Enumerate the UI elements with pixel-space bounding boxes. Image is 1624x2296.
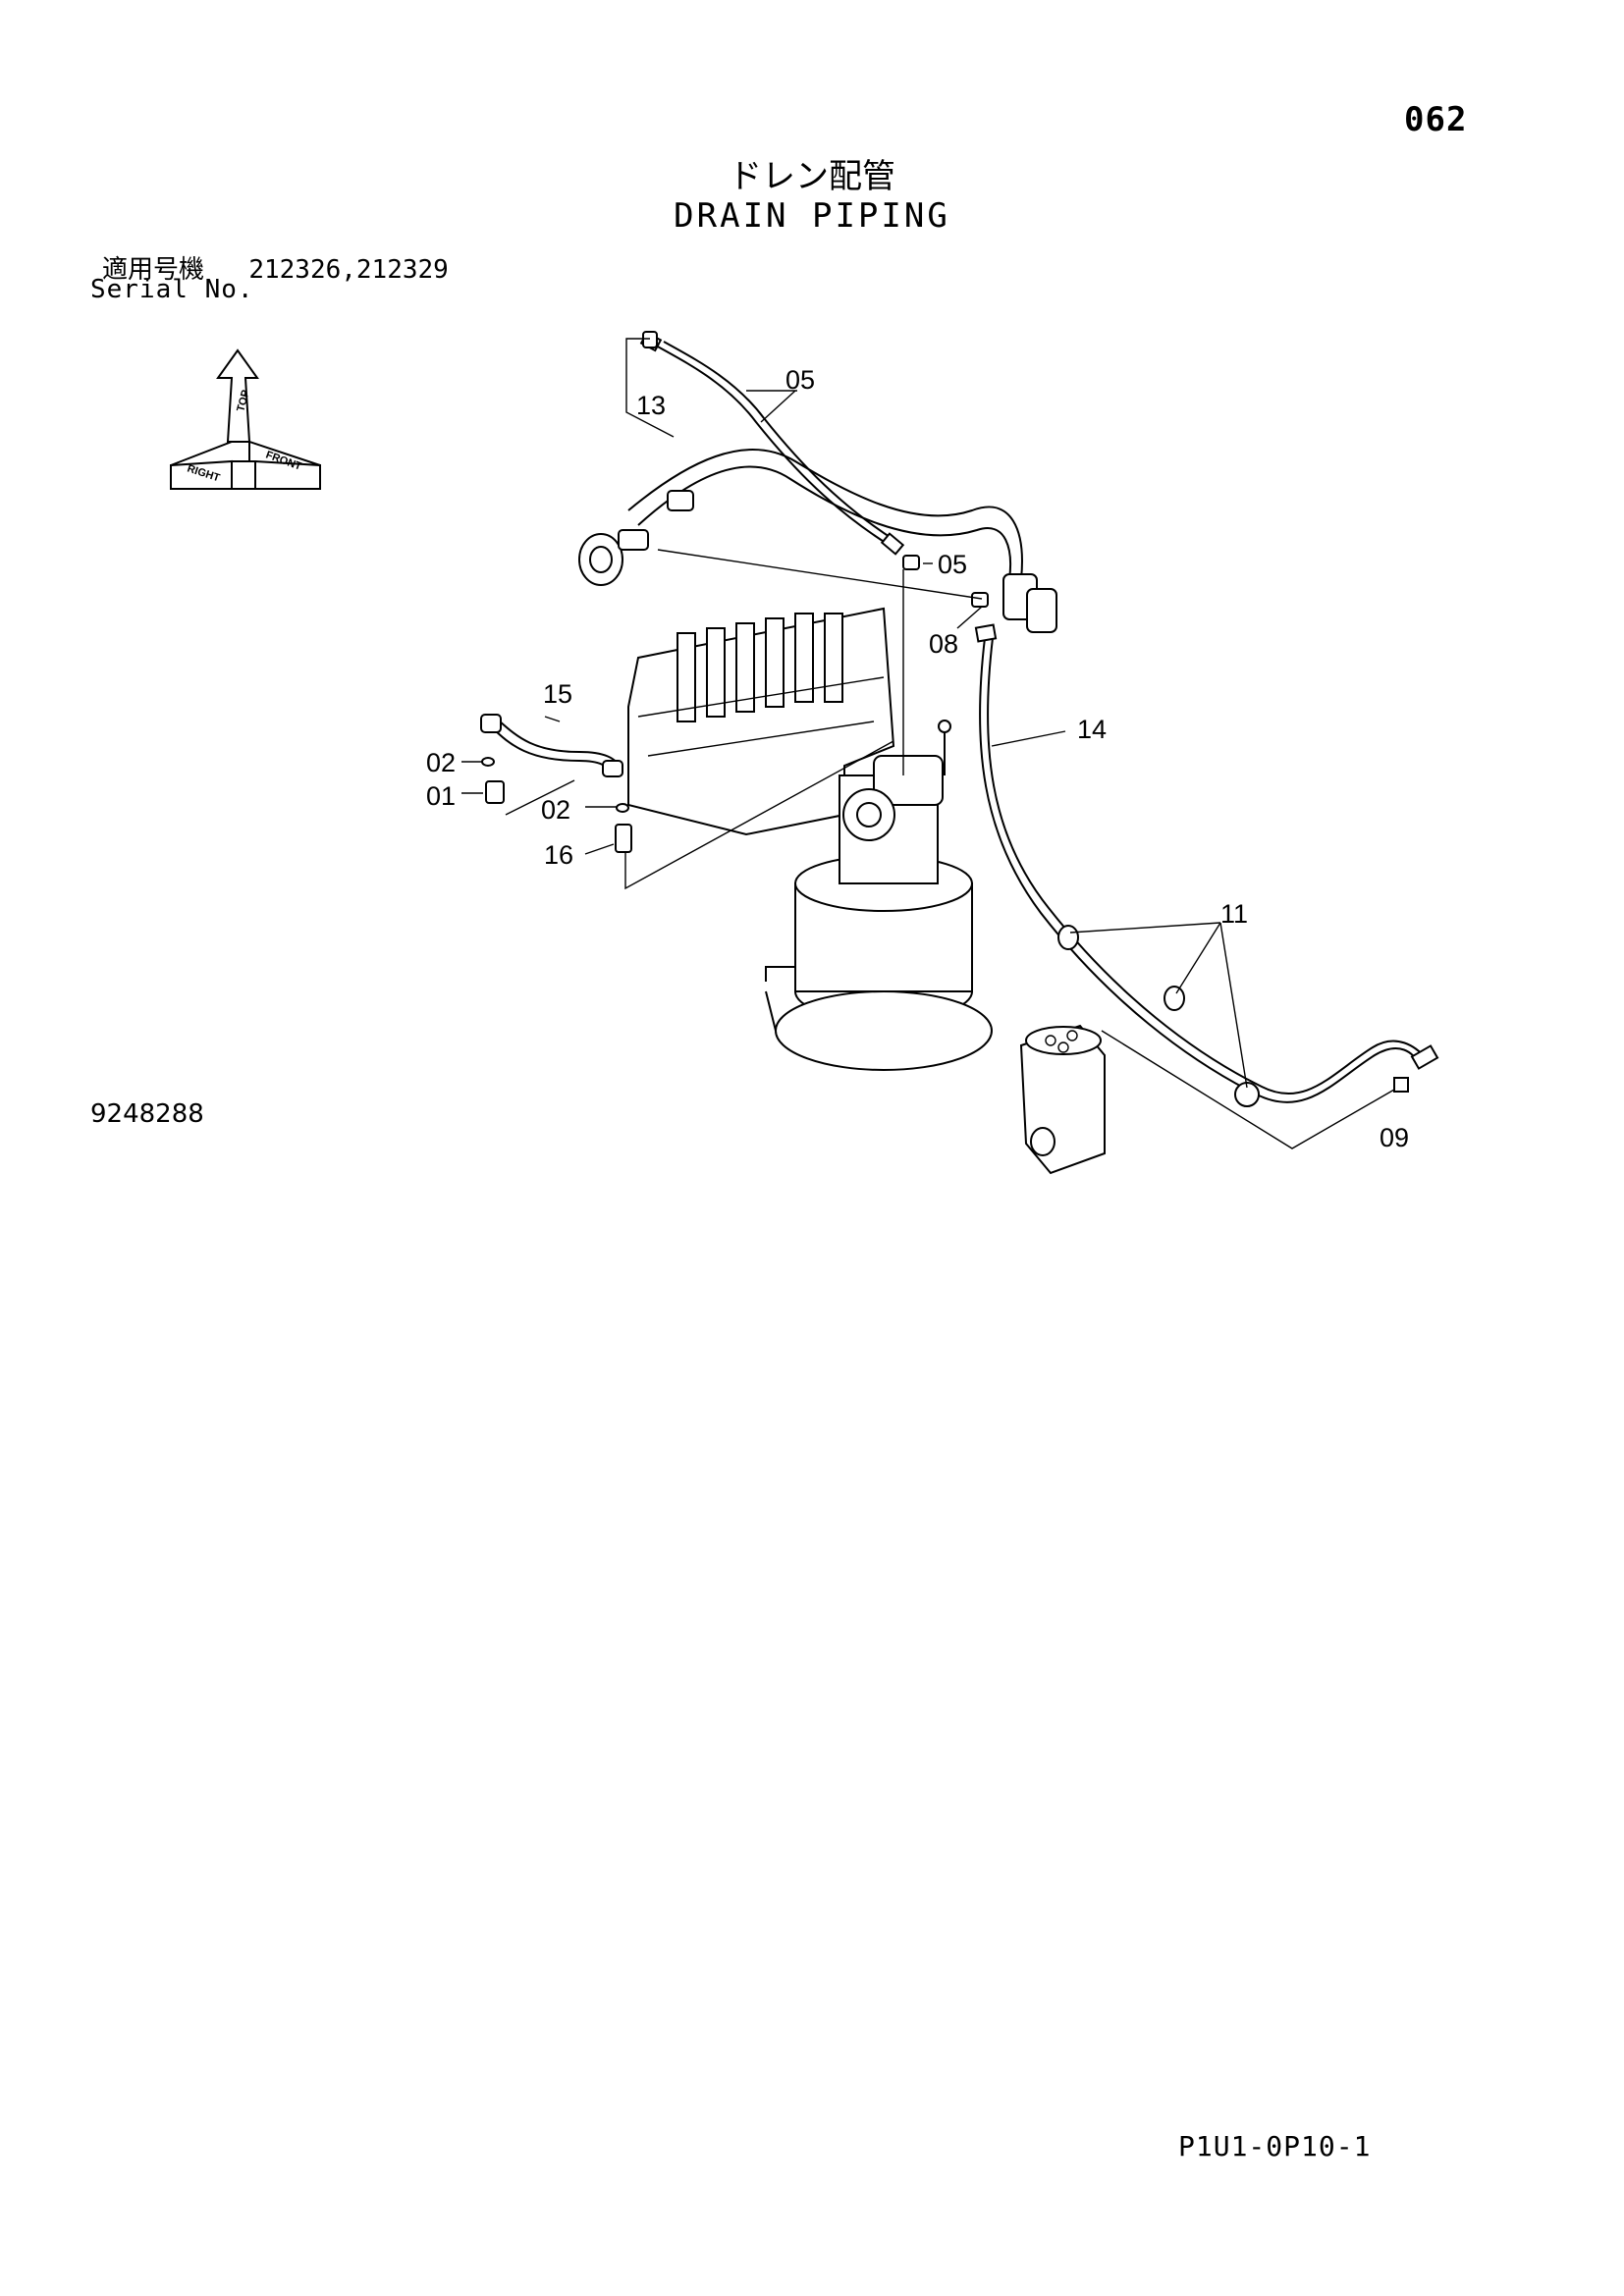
serial-label-japanese: 適用号機 xyxy=(102,255,205,285)
serial-label-english: Serial No. xyxy=(90,275,254,304)
callout-16: 16 xyxy=(544,840,573,870)
swing-motor xyxy=(765,720,993,1071)
orientation-icon: TOP RIGHT FRONT xyxy=(170,348,321,490)
serial-numbers: 212326,212329 xyxy=(248,255,449,285)
serial-line: 適用号機 212326,212329 xyxy=(102,249,449,286)
callout-02-right: 02 xyxy=(541,795,570,825)
callout-08: 08 xyxy=(929,629,958,659)
figure-number: 9248288 xyxy=(90,1099,204,1129)
callout-13: 05 xyxy=(785,365,815,395)
upper-drain-pipe xyxy=(578,449,1057,633)
callout-14: 14 xyxy=(1077,715,1107,744)
title-japanese: ドレン配管 xyxy=(729,157,895,196)
callout-05-middle: 05 xyxy=(938,550,967,579)
short-drain-hose xyxy=(480,714,623,777)
page-number: 062 xyxy=(1404,100,1468,139)
upper-drain-hose xyxy=(639,331,905,556)
callout-05-upper: 13 xyxy=(636,391,666,420)
center-joint xyxy=(1019,1024,1106,1175)
callout-11: 11 xyxy=(1220,899,1248,929)
fittings xyxy=(481,331,989,853)
callout-01: 01 xyxy=(426,781,456,811)
title-english: DRAIN PIPING xyxy=(674,196,950,236)
lower-drain-hose xyxy=(974,623,1439,1107)
leader-lines xyxy=(461,338,1395,1149)
document-code: P1U1-0P10-1 xyxy=(1178,2130,1372,2163)
callout-labels: 13 05 05 08 15 14 02 01 02 16 11 09 xyxy=(426,365,1409,1152)
callout-02-left: 02 xyxy=(426,748,456,777)
orientation-label-top: TOP xyxy=(235,389,251,413)
callout-15: 15 xyxy=(543,679,572,709)
callout-09: 09 xyxy=(1380,1123,1409,1152)
